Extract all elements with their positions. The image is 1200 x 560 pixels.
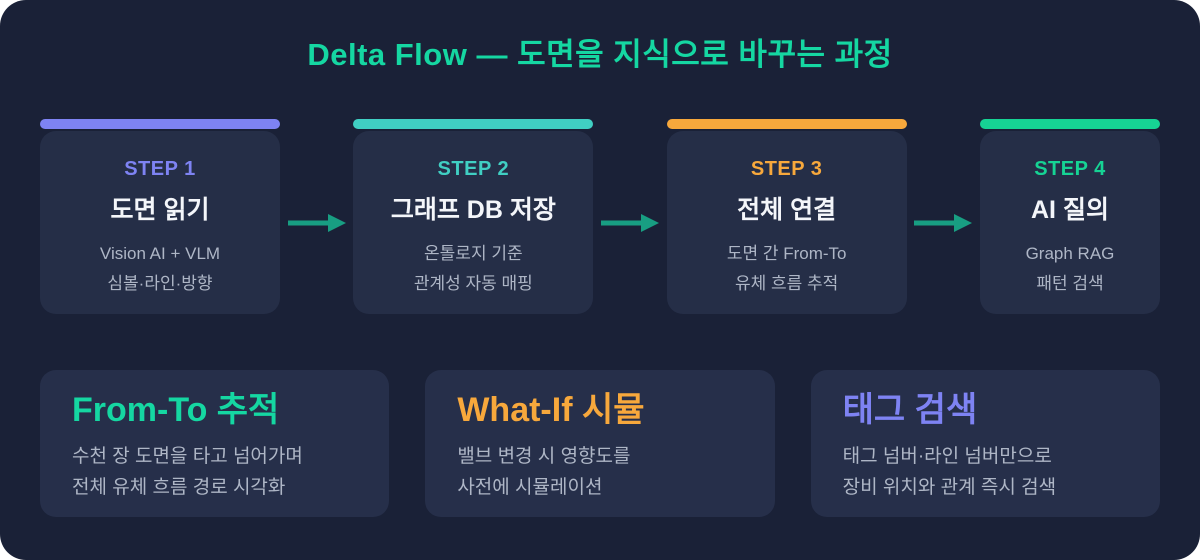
feature-from-to-title: From-To 추적 — [72, 391, 280, 429]
step-card-3: STEP 3 전체 연결 도면 간 From-To 유체 흐름 추적 — [666, 119, 907, 314]
flow-arrow-2 — [593, 119, 666, 314]
step-card-1: STEP 1 도면 읽기 Vision AI + VLM 심볼·라인·방향 — [40, 119, 280, 314]
feature-from-to-description: 수천 장 도면을 타고 넘어가며 전체 유체 흐름 경로 시각화 — [72, 446, 303, 498]
step-3-description: 도면 간 From-To 유체 흐름 추적 — [726, 244, 847, 293]
step-4-accent-bar — [979, 119, 1160, 129]
page-title: Delta Flow — 도면을 지식으로 바꾸는 과정 — [307, 37, 893, 72]
arrow-right-icon — [600, 213, 659, 232]
step-4-description: Graph RAG 패턴 검색 — [1025, 244, 1115, 293]
step-3-title: 전체 연결 — [737, 196, 837, 224]
step-3-accent-bar — [666, 119, 907, 129]
flow-arrow-3 — [907, 119, 980, 314]
feature-card-tag-search: 태그 검색 태그 넘버·라인 넘버만으로 장비 위치와 관계 즉시 검색 — [810, 370, 1160, 517]
feature-cards: From-To 추적 수천 장 도면을 타고 넘어가며 전체 유체 흐름 경로 … — [40, 370, 1160, 517]
arrow-right-icon — [287, 213, 346, 232]
step-2-label: STEP 2 — [437, 158, 510, 180]
flow-arrow-1 — [280, 119, 353, 314]
step-1-label: STEP 1 — [124, 158, 196, 180]
feature-what-if-description: 밸브 변경 시 영향도를 사전에 시뮬레이션 — [457, 446, 631, 498]
feature-tag-search-title: 태그 검색 — [842, 391, 978, 429]
step-2-description: 온톨로지 기준 관계성 자동 매핑 — [413, 244, 533, 293]
step-3-label: STEP 3 — [750, 158, 823, 180]
feature-card-what-if: What-If 시뮬 밸브 변경 시 영향도를 사전에 시뮬레이션 — [425, 370, 775, 517]
step-1-accent-bar — [40, 119, 280, 129]
step-card-4: STEP 4 AI 질의 Graph RAG 패턴 검색 — [979, 119, 1160, 314]
step-1-title: 도면 읽기 — [110, 196, 210, 224]
step-4-title: AI 질의 — [1031, 196, 1109, 224]
step-2-title: 그래프 DB 저장 — [390, 196, 556, 224]
step-1-description: Vision AI + VLM 심볼·라인·방향 — [99, 244, 221, 293]
process-flow: STEP 1 도면 읽기 Vision AI + VLM 심볼·라인·방향 ST… — [40, 119, 1160, 314]
step-4-label: STEP 4 — [1034, 158, 1106, 180]
feature-what-if-title: What-If 시뮬 — [457, 391, 645, 429]
arrow-right-icon — [914, 213, 973, 232]
feature-tag-search-description: 태그 넘버·라인 넘버만으로 장비 위치와 관계 즉시 검색 — [842, 446, 1057, 498]
step-card-2: STEP 2 그래프 DB 저장 온톨로지 기준 관계성 자동 매핑 — [353, 119, 594, 314]
feature-card-from-to: From-To 추적 수천 장 도면을 타고 넘어가며 전체 유체 흐름 경로 … — [40, 370, 390, 517]
step-2-accent-bar — [353, 119, 594, 129]
